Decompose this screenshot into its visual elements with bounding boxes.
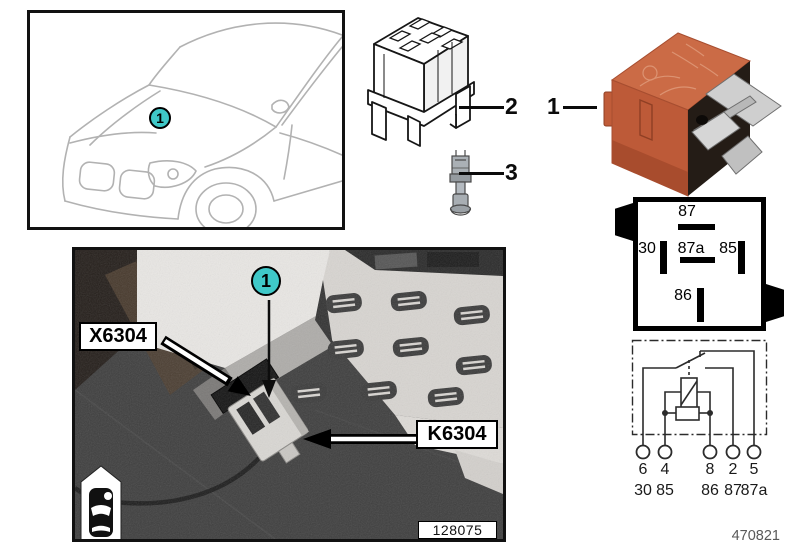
callout-number: 1 bbox=[156, 110, 164, 126]
photo-scene bbox=[73, 250, 504, 542]
terminal-number-6: 6 bbox=[638, 461, 648, 478]
pin-label-85: 85 bbox=[719, 240, 737, 257]
socket-callout-number: 2 bbox=[505, 93, 518, 119]
pin-label-87a: 87a bbox=[677, 240, 705, 257]
pin-slot-86 bbox=[697, 288, 704, 322]
callout-circle-photo[interactable]: 1 bbox=[251, 266, 281, 296]
k6304-arrow bbox=[303, 429, 420, 449]
relay-base-hole bbox=[696, 115, 708, 125]
pin-slot-87a bbox=[680, 257, 715, 263]
din-label-87: 87 bbox=[724, 482, 742, 499]
item-label-terminal[interactable]: 3 bbox=[505, 161, 518, 184]
din-label-86: 86 bbox=[701, 482, 719, 499]
relay-pins bbox=[691, 73, 782, 175]
pin-slot-85 bbox=[738, 241, 745, 274]
car-location-box bbox=[27, 10, 345, 236]
pin-label-87: 87 bbox=[678, 203, 696, 220]
din-label-87a: 87a bbox=[740, 482, 768, 499]
photo-id-text: 128075 bbox=[432, 522, 483, 538]
pin-slot-87 bbox=[678, 224, 715, 230]
x6304-arrow bbox=[160, 335, 251, 396]
pin-diagram-right-tab bbox=[766, 284, 784, 322]
socket-body bbox=[367, 17, 475, 147]
leader-line-relay bbox=[563, 106, 597, 109]
connector-label-x6304[interactable]: X6304 bbox=[79, 322, 157, 351]
callout-1-arrow bbox=[262, 300, 276, 398]
pin-label-30: 30 bbox=[638, 240, 656, 257]
din-label-85: 85 bbox=[656, 482, 674, 499]
terminal-pin-drawing bbox=[449, 150, 472, 216]
pin-diagram-left-tab bbox=[615, 203, 633, 241]
car-body-lines bbox=[61, 22, 343, 220]
photo-callout-number: 1 bbox=[260, 270, 271, 291]
pin-label-86: 86 bbox=[674, 287, 692, 304]
x6304-text: X6304 bbox=[89, 325, 147, 347]
relay-top-markings bbox=[639, 43, 719, 96]
terminal-callout-number: 3 bbox=[505, 159, 518, 185]
relay-circuit-schematic bbox=[631, 339, 768, 460]
terminal-circles bbox=[635, 444, 762, 460]
relay-label-k6304[interactable]: K6304 bbox=[416, 420, 498, 449]
car-front-details bbox=[78, 99, 290, 236]
leader-line-terminal bbox=[459, 172, 504, 175]
car-outline-drawing bbox=[61, 22, 343, 236]
junction-dot-right bbox=[707, 410, 713, 416]
k6304-text: K6304 bbox=[427, 423, 487, 445]
relay-front-shade bbox=[612, 140, 688, 196]
leader-line-socket bbox=[459, 106, 504, 109]
relay-photo bbox=[603, 32, 782, 197]
installation-photo bbox=[72, 247, 506, 542]
relay-latch-detail bbox=[639, 98, 653, 142]
photo-grain bbox=[75, 250, 503, 539]
schematic-border bbox=[631, 339, 768, 436]
schematic-wiring bbox=[642, 350, 755, 445]
item-label-socket[interactable]: 2 bbox=[505, 95, 518, 118]
socket-top-slots bbox=[383, 18, 464, 102]
terminal-number-4: 4 bbox=[660, 461, 670, 478]
terminal-number-2: 2 bbox=[728, 461, 738, 478]
relay-socket-drawing bbox=[367, 17, 475, 147]
terminal-number-5: 5 bbox=[749, 461, 759, 478]
document-number: 470821 bbox=[731, 528, 780, 544]
terminal-number-8: 8 bbox=[705, 461, 715, 478]
relay-callout-number: 1 bbox=[547, 93, 560, 119]
item-label-relay[interactable]: 1 bbox=[547, 95, 560, 118]
car-position-locator bbox=[80, 465, 122, 542]
junction-dot-left bbox=[662, 410, 668, 416]
location-dot bbox=[104, 492, 112, 500]
pin-slot-30 bbox=[660, 241, 667, 274]
photo-id-box: 128075 bbox=[418, 521, 497, 539]
din-label-30: 30 bbox=[634, 482, 652, 499]
callout-circle-car-location[interactable]: 1 bbox=[149, 107, 171, 129]
terminal-body bbox=[449, 150, 472, 216]
